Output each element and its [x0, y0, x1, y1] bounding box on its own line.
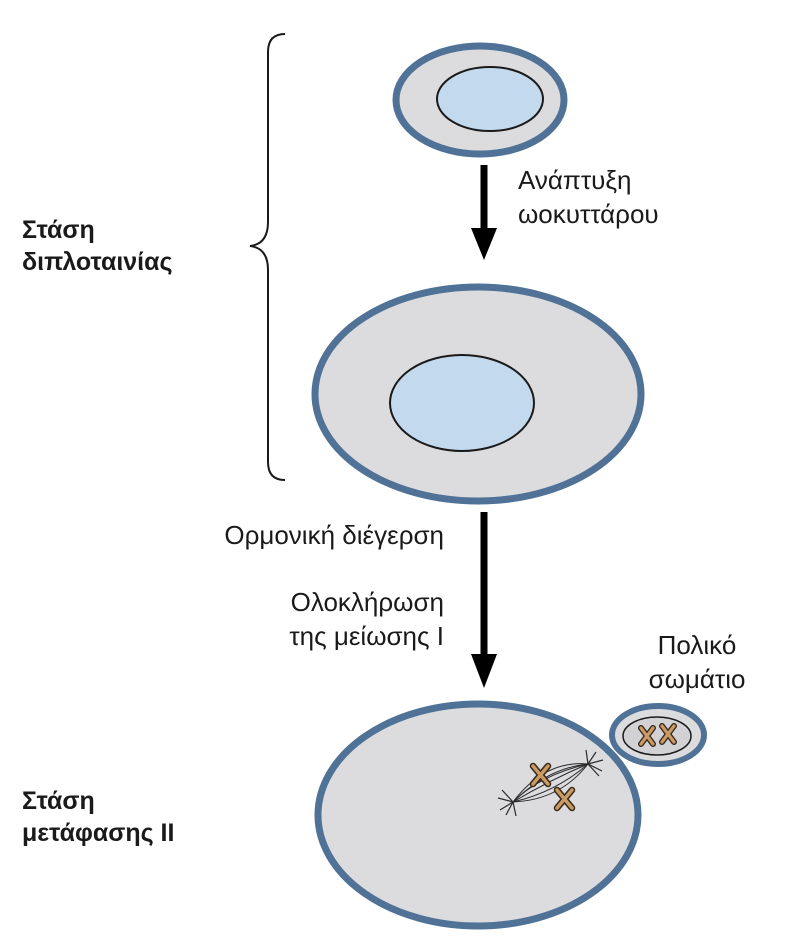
hormonal-stimulation-label: Ορμονική διέγερση: [224, 518, 444, 552]
metaphase-chromosome: [553, 786, 576, 812]
large-oocyte-nucleus: [389, 354, 535, 452]
polar-body-chromosome: [638, 725, 656, 747]
polar-body: [609, 703, 707, 767]
oocyte-growth-line1: Ανάπτυξη: [518, 165, 632, 195]
polar-body-inner: [622, 716, 692, 756]
metaphase-label-line1: Στάση: [22, 787, 95, 815]
metaphase-chromosome: [529, 762, 552, 788]
hormonal-stimulation-text: Ορμονική διέγερση: [224, 520, 444, 550]
metaphase-label-line2: μετάφασης II: [22, 819, 175, 847]
large-oocyte: [311, 283, 645, 505]
spindle-pole-aster: [585, 749, 604, 777]
polar-body-line1: Πολικό: [657, 630, 737, 660]
polar-body-label: Πολικό σωμάτιο: [612, 628, 782, 696]
polar-body-chromosome: [659, 723, 677, 745]
metaphase-ii-stage-label: Στάση μετάφασης II: [22, 785, 174, 849]
meiosis-completion-line1: Ολοκλήρωση: [290, 587, 444, 617]
metaphase-ii-egg: [314, 700, 642, 930]
diplotene-stage-label: Στάση διπλοταινίας: [22, 214, 173, 278]
egg-cell: [314, 700, 642, 930]
meiosis-completion-label: Ολοκλήρωση της μείωσης I: [289, 585, 444, 653]
arrow-oocyte-growth: [471, 165, 497, 260]
diplotene-label-line1: Στάση: [22, 216, 95, 244]
diplotene-brace: [249, 33, 286, 481]
oocyte-growth-label: Ανάπτυξη ωοκυττάρου: [518, 163, 659, 231]
small-oocyte-nucleus: [436, 66, 544, 132]
meiosis-completion-line2: της μείωσης I: [289, 621, 444, 651]
spindle-pole-aster: [497, 789, 517, 817]
oocyte-growth-line2: ωοκυττάρου: [518, 199, 659, 229]
polar-body-line2: σωμάτιο: [648, 664, 746, 694]
arrow-meiosis: [471, 512, 497, 688]
small-oocyte: [392, 42, 568, 158]
diplotene-label-line2: διπλοταινίας: [22, 248, 173, 276]
